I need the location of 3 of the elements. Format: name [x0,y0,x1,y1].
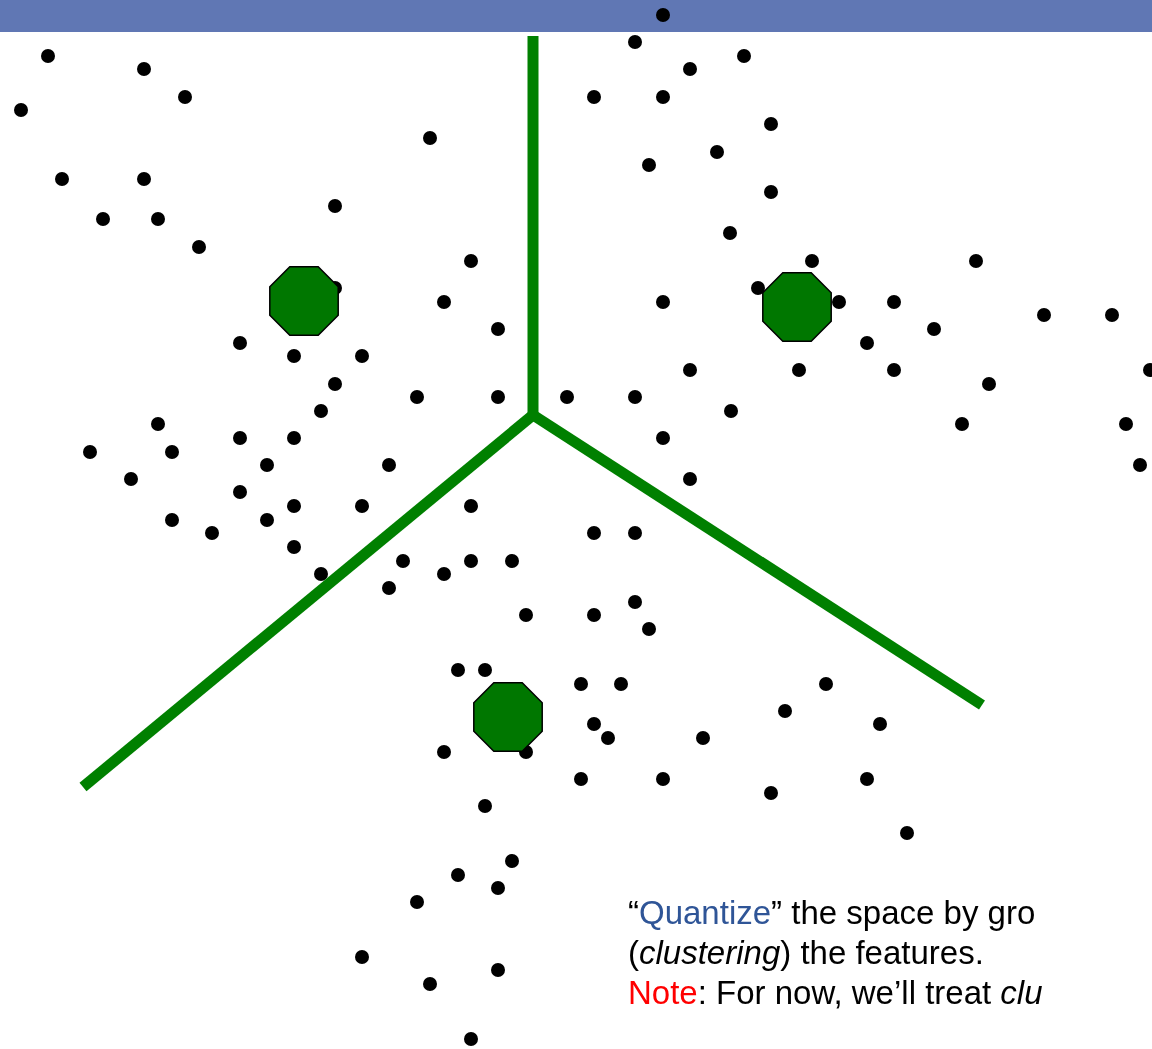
caption-text: Note: For now, we’ll treat clu [628,973,1043,1013]
caption-text: “Quantize” the space by gro [628,893,1036,933]
caption-text: (clustering) the features. [628,933,984,973]
